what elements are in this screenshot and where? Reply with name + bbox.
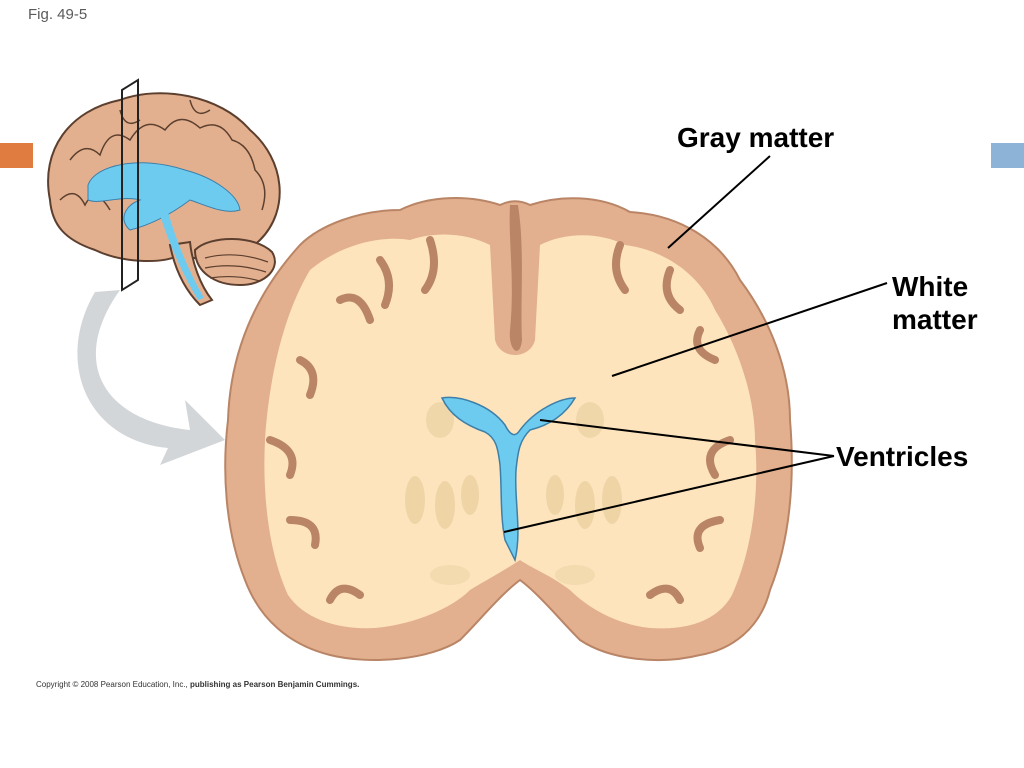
copyright-prefix: Copyright © 2008 Pearson Education, Inc.… (36, 680, 188, 689)
white-matter-leader (611, 282, 888, 377)
ventricles-shape (440, 396, 577, 563)
figure-label: Fig. 49-5 (28, 6, 88, 23)
white-matter-region (264, 234, 757, 629)
coronal-section (224, 197, 793, 661)
gray-matter-leader (667, 155, 771, 249)
copyright-suffix: publishing as Pearson Benjamin Cummings. (190, 680, 360, 689)
ventricles-leader-lower (503, 455, 835, 533)
small-brain (47, 78, 281, 307)
curved-arrow (77, 290, 226, 465)
ventricles-label: Ventricles (836, 441, 969, 472)
gray-matter-label: Gray matter (677, 122, 835, 153)
copyright-notice: Copyright © 2008 Pearson Education, Inc.… (36, 680, 359, 689)
ventricles-leader-upper (539, 419, 835, 457)
accent-bar-right (991, 143, 1024, 168)
accent-bar-left (0, 143, 33, 168)
white-matter-label: White matter (892, 271, 978, 335)
